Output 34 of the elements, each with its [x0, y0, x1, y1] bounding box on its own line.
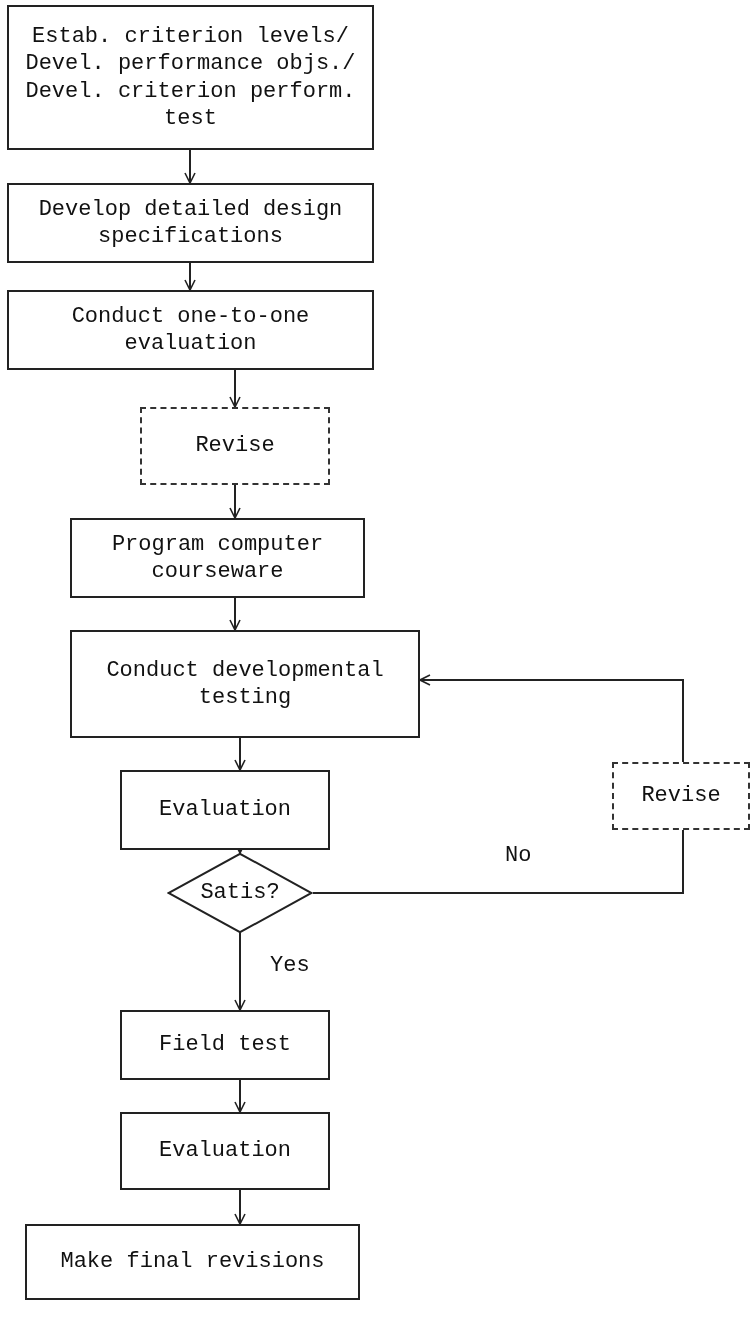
arrow: [184, 149, 196, 184]
arrow: [184, 262, 196, 291]
arrow: [229, 484, 241, 519]
step-label: Program computer courseware: [110, 530, 325, 586]
step-label: Revise: [194, 432, 276, 460]
step-label: Revise: [640, 782, 722, 810]
arrow: [229, 597, 241, 631]
process-box: [7, 5, 374, 150]
arrow: [229, 369, 241, 408]
step-label: Satis?: [199, 879, 281, 907]
step-label: Estab. criterion levels/ Devel. performance objs./ Devel. criterion perform. test: [24, 22, 357, 133]
step-label: Evaluation: [158, 796, 292, 824]
step-label: Conduct developmental testing: [105, 656, 385, 712]
step-label: Field test: [158, 1031, 292, 1059]
process-box: [120, 1010, 330, 1080]
decision-diamond: [167, 853, 313, 933]
optional-step-box: [140, 407, 330, 485]
step-label: Evaluation: [158, 1137, 292, 1165]
arrow: [234, 1189, 246, 1225]
process-box: [7, 290, 374, 370]
process-box: [120, 770, 330, 850]
arrow: [234, 1079, 246, 1113]
process-box: [70, 518, 365, 598]
arrow: [234, 932, 246, 1011]
process-box: [7, 183, 374, 263]
process-box: [70, 630, 420, 738]
arrow: [234, 737, 246, 771]
process-box: [120, 1112, 330, 1190]
step-label: Make final revisions: [59, 1248, 326, 1276]
arrow: [419, 674, 684, 763]
process-box: [25, 1224, 360, 1300]
optional-step-box: [612, 762, 750, 830]
step-label: Develop detailed design specifications: [37, 195, 344, 251]
step-label: Conduct one-to-one evaluation: [70, 302, 311, 358]
